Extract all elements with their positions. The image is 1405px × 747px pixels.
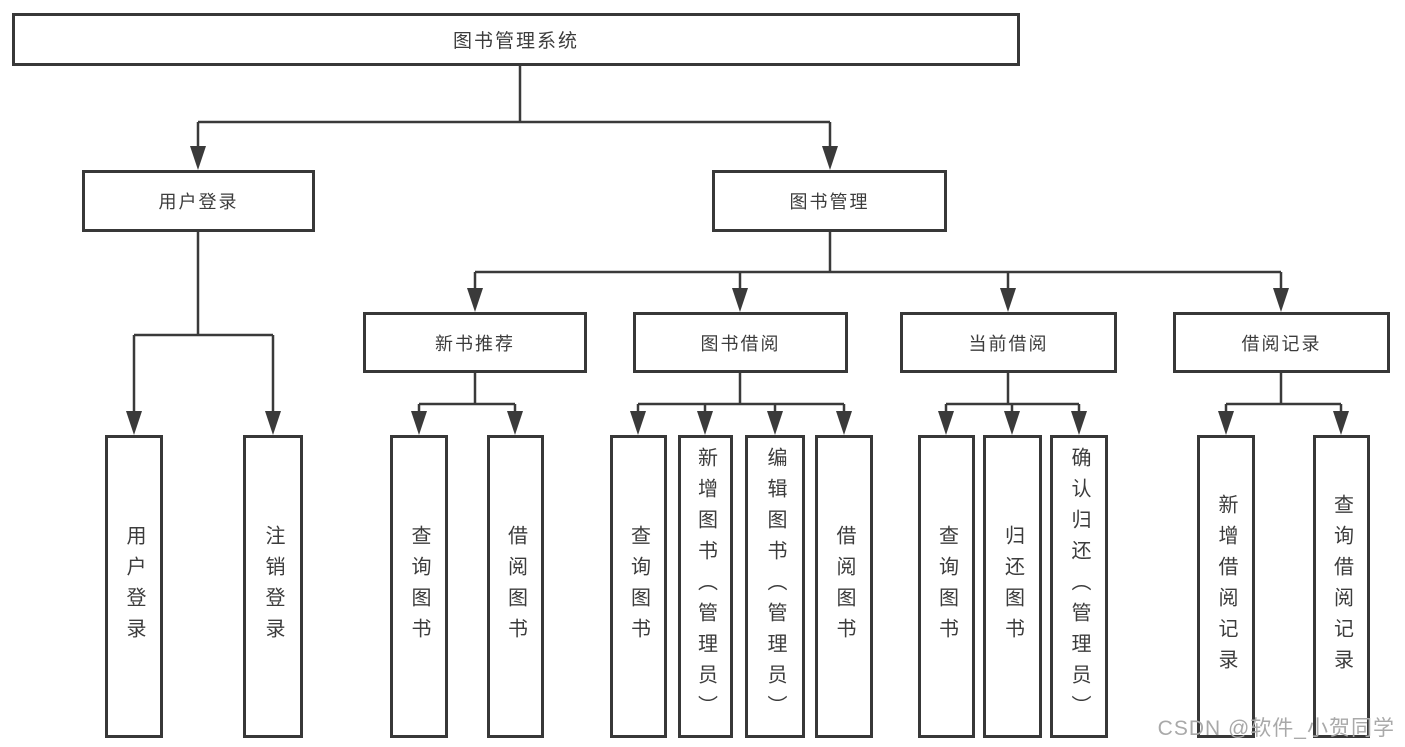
node-label: 借阅记录 (1241, 333, 1322, 354)
node-label: 新书推荐 (435, 333, 515, 354)
leaf-recommend-query-book: 查询图书 (390, 435, 448, 738)
leaf-label: 查询图书 (935, 524, 958, 649)
leaf-label: 借阅图书 (833, 524, 855, 649)
node-new-book-recommend: 新书推荐 (363, 312, 587, 373)
leaf-label: 新增图书（管理员） (694, 447, 717, 726)
node-label: 图书借阅 (700, 333, 781, 354)
node-book-borrow: 图书借阅 (633, 312, 848, 373)
node-current-borrow: 当前借阅 (900, 312, 1117, 373)
leaf-label: 编辑图书（管理员） (764, 447, 786, 726)
leaf-recommend-borrow-book: 借阅图书 (487, 435, 544, 738)
leaf-add-borrow-record: 新增借阅记录 (1197, 435, 1255, 738)
leaf-logout: 注销登录 (243, 435, 303, 738)
leaf-borrow-query-book: 查询图书 (610, 435, 667, 738)
leaf-label: 归还图书 (1001, 524, 1024, 649)
node-label: 图书管理系统 (452, 31, 579, 52)
leaf-label: 查询图书 (408, 524, 430, 649)
arrowheads (126, 146, 1349, 435)
leaf-current-query-book: 查询图书 (918, 435, 975, 738)
leaf-query-borrow-record: 查询借阅记录 (1313, 435, 1370, 738)
leaf-label: 新增借阅记录 (1215, 493, 1237, 680)
leaf-edit-book-admin: 编辑图书（管理员） (745, 435, 805, 738)
leaf-label: 确认归还（管理员） (1068, 447, 1090, 726)
node-book-management: 图书管理 (712, 170, 947, 232)
leaf-return-book: 归还图书 (983, 435, 1042, 738)
leaf-add-book-admin: 新增图书（管理员） (678, 435, 733, 738)
node-user-login: 用户登录 (82, 170, 315, 232)
node-label: 用户登录 (158, 192, 239, 212)
csdn-watermark: CSDN @软件_小贺同学 (1157, 717, 1395, 740)
leaf-label: 借阅图书 (504, 524, 527, 649)
leaf-label: 用户登录 (123, 524, 145, 649)
node-borrow-record: 借阅记录 (1173, 312, 1390, 373)
leaf-label: 注销登录 (262, 524, 284, 649)
node-label: 图书管理 (789, 192, 870, 212)
leaf-label: 查询图书 (627, 524, 650, 649)
node-root-system: 图书管理系统 (12, 13, 1020, 66)
leaf-label: 查询借阅记录 (1330, 493, 1353, 680)
node-label: 当前借阅 (968, 333, 1049, 354)
leaf-borrow-book: 借阅图书 (815, 435, 873, 738)
leaf-user-login: 用户登录 (105, 435, 163, 738)
leaf-confirm-return-admin: 确认归还（管理员） (1050, 435, 1108, 738)
